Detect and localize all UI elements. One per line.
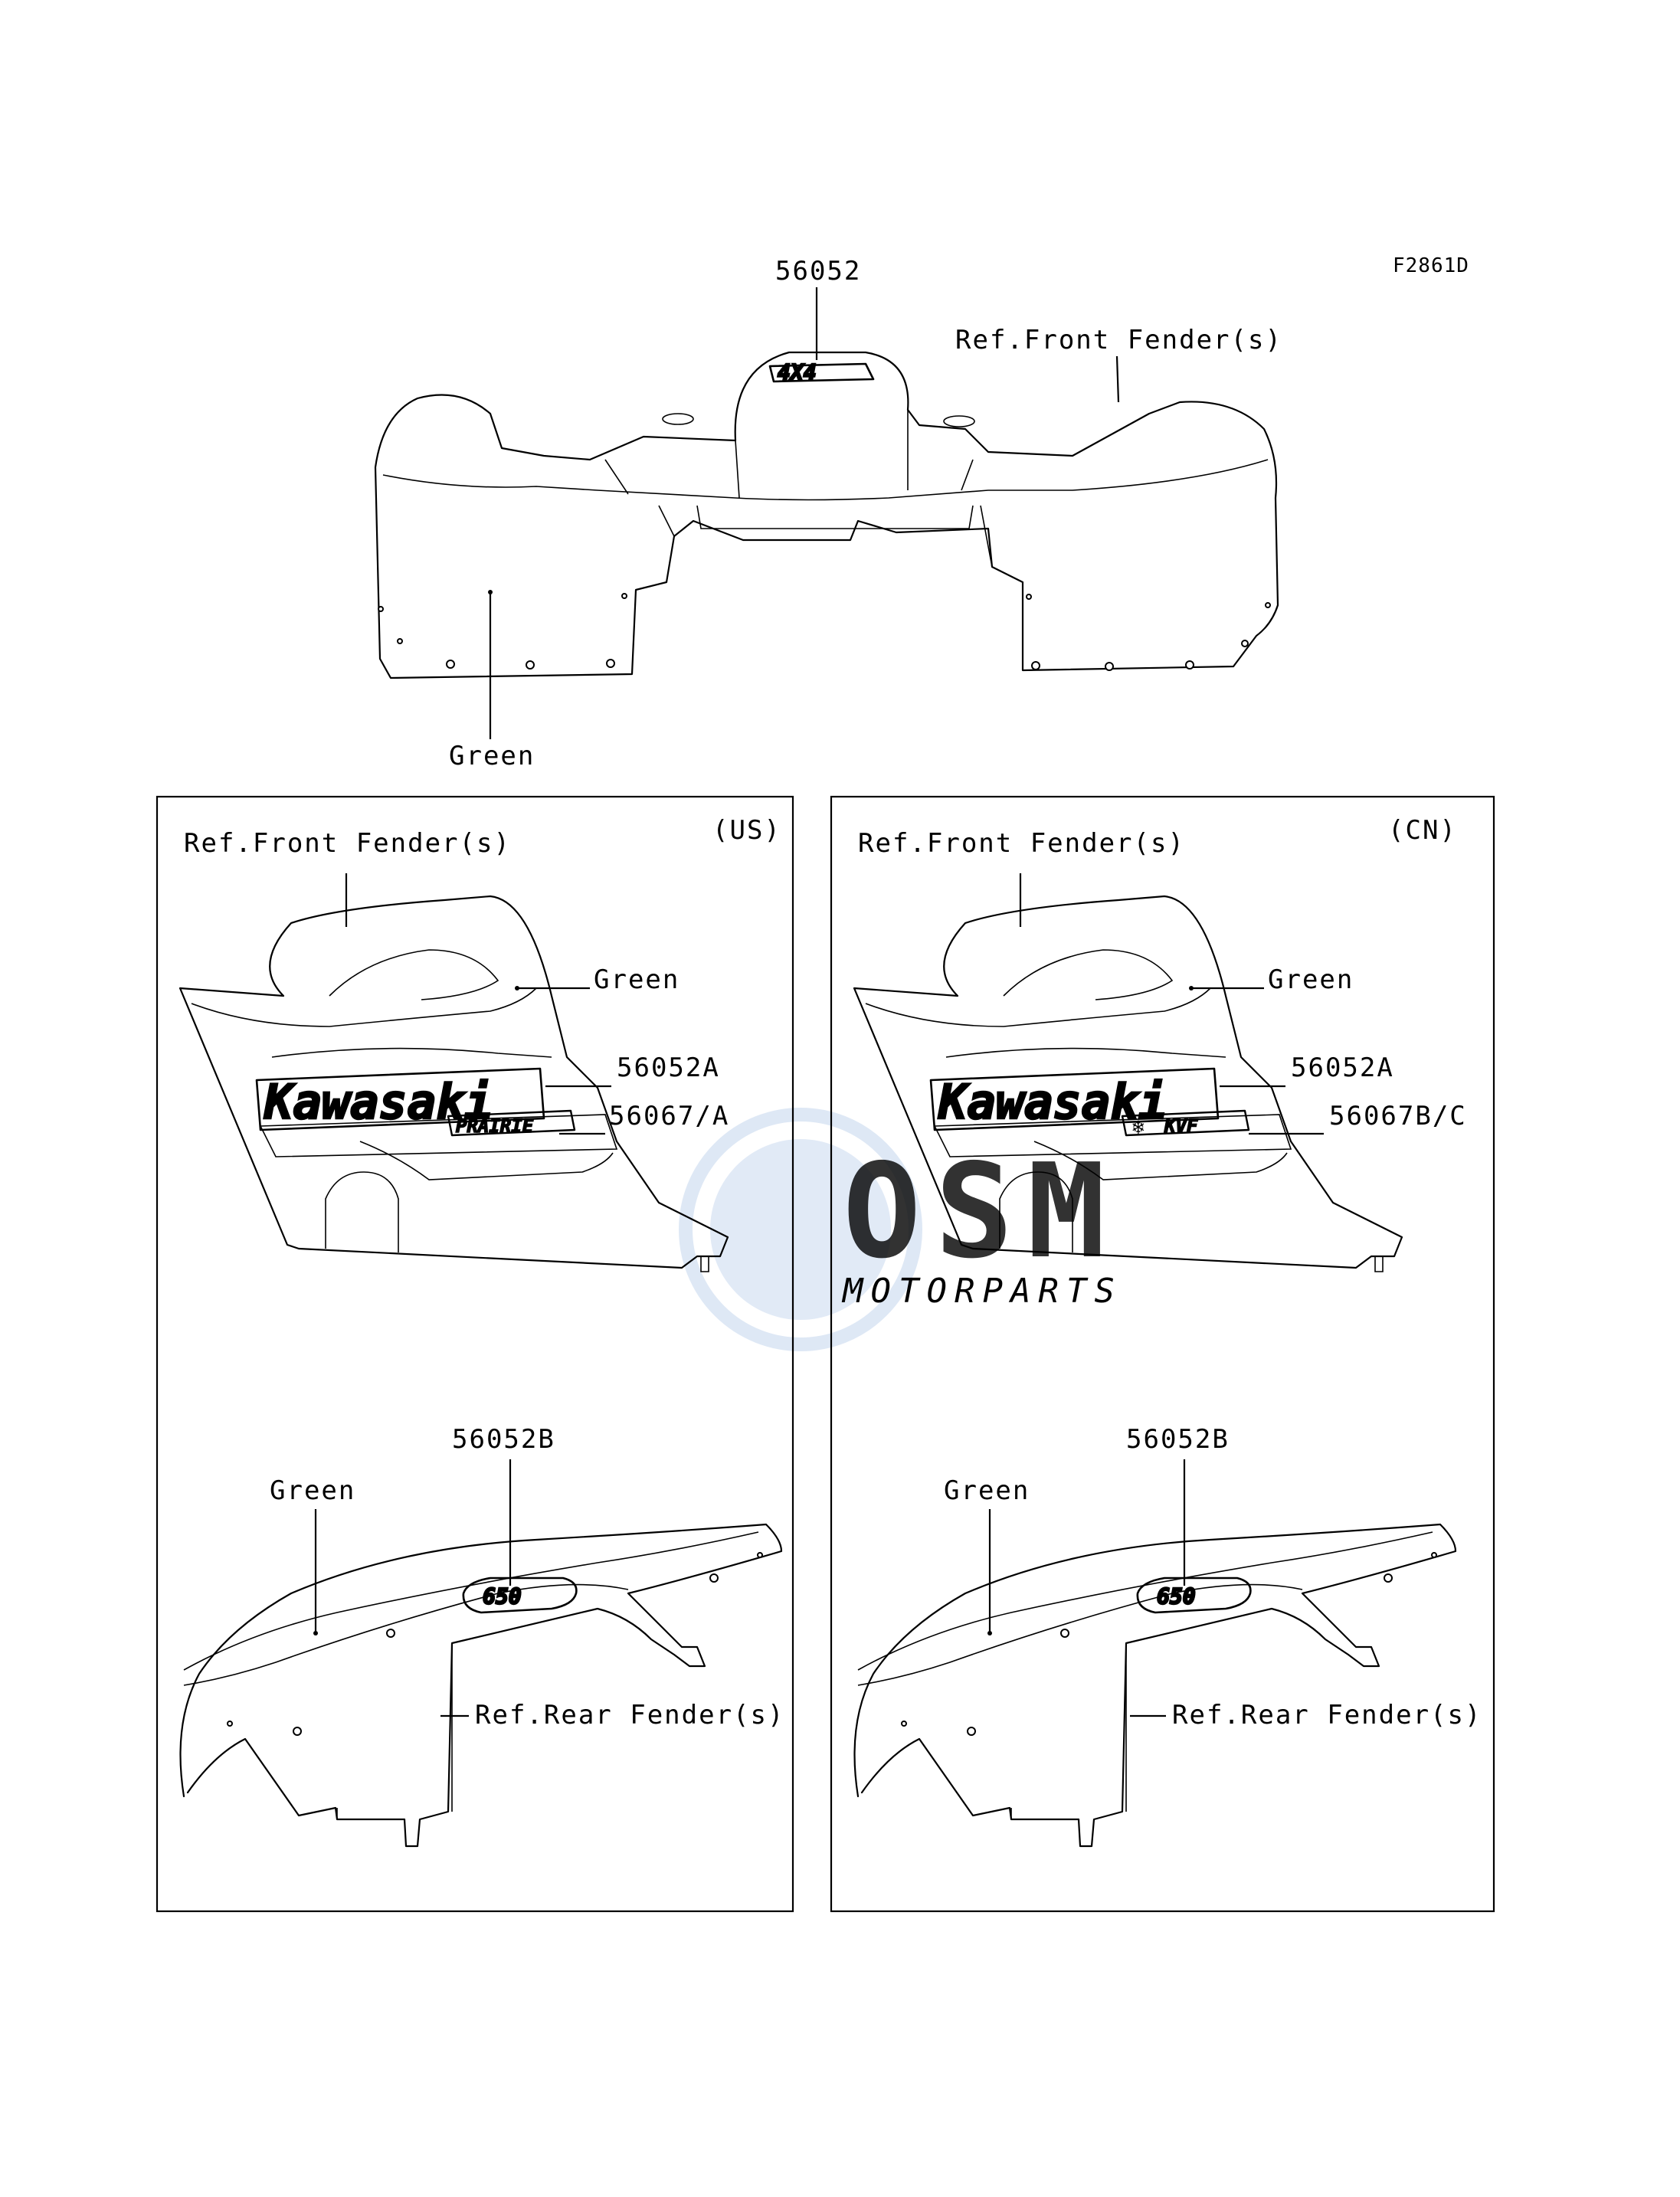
panel-cn-rear-fender-side: 650: [853, 1459, 1457, 1848]
watermark-text: MOTORPARTS: [841, 1272, 1122, 1311]
diagram-code: F2861D: [1393, 254, 1469, 277]
panel-us-color-rear: Green: [270, 1475, 355, 1506]
panel-cn-region: (CN): [1388, 815, 1457, 846]
watermark: OSM MOTORPARTS: [679, 1108, 1122, 1351]
top-color-green: Green: [449, 741, 535, 771]
panel-us-part-c: 56052B: [452, 1424, 555, 1455]
panel-cn-maple-leaf-icon: ❄: [1132, 1116, 1145, 1139]
panel-cn-part-a: 56052A: [1291, 1053, 1394, 1083]
panel-us-frame: [156, 795, 794, 1913]
panel-cn-part-b: 56067B/C: [1329, 1101, 1467, 1131]
panel-cn-model-decal: KVF: [1164, 1115, 1198, 1137]
panel-cn-part-c: 56052B: [1126, 1424, 1230, 1455]
panel-us-badge-650: 650: [483, 1584, 522, 1609]
panel-us-model-decal: PRAIRIE: [456, 1115, 534, 1137]
watermark-globe-icon: [679, 1108, 922, 1351]
top-part-number: 56052: [775, 256, 861, 286]
panel-us-front-fender-side: Kawasaki PRAIRIE: [178, 873, 729, 1272]
front-fender-assembly: 4X4: [374, 287, 1279, 739]
panel-cn-kawasaki-decal: Kawasaki: [938, 1074, 1167, 1130]
panel-cn-front-fender-side: Kawasaki ❄ KVF: [853, 873, 1403, 1272]
panel-cn-ref-rear: Ref.Rear Fender(s): [1172, 1700, 1482, 1730]
panel-cn-frame: [830, 795, 1495, 1913]
panel-us-rear-fender-side: 650: [179, 1459, 783, 1848]
panel-us-part-b: 56067/A: [609, 1101, 729, 1131]
panel-cn-color-front: Green: [1268, 964, 1354, 995]
panel-us-ref-front: Ref.Front Fender(s): [184, 828, 511, 859]
panel-cn-ref-front: Ref.Front Fender(s): [858, 828, 1185, 859]
panel-cn-color-rear: Green: [944, 1475, 1030, 1506]
top-ref-front-fender: Ref.Front Fender(s): [955, 325, 1282, 355]
watermark-globe-fill: [710, 1139, 891, 1320]
panel-us-color-front: Green: [594, 964, 680, 995]
panel-us-region: (US): [712, 815, 781, 846]
watermark-logo: OSM: [843, 1136, 1119, 1288]
panel-cn-badge-650: 650: [1157, 1584, 1196, 1609]
decal-4x4: 4X4: [778, 360, 817, 385]
panel-us-part-a: 56052A: [617, 1053, 720, 1083]
panel-us-ref-rear: Ref.Rear Fender(s): [475, 1700, 784, 1730]
panel-us-kawasaki-decal: Kawasaki: [264, 1074, 493, 1130]
